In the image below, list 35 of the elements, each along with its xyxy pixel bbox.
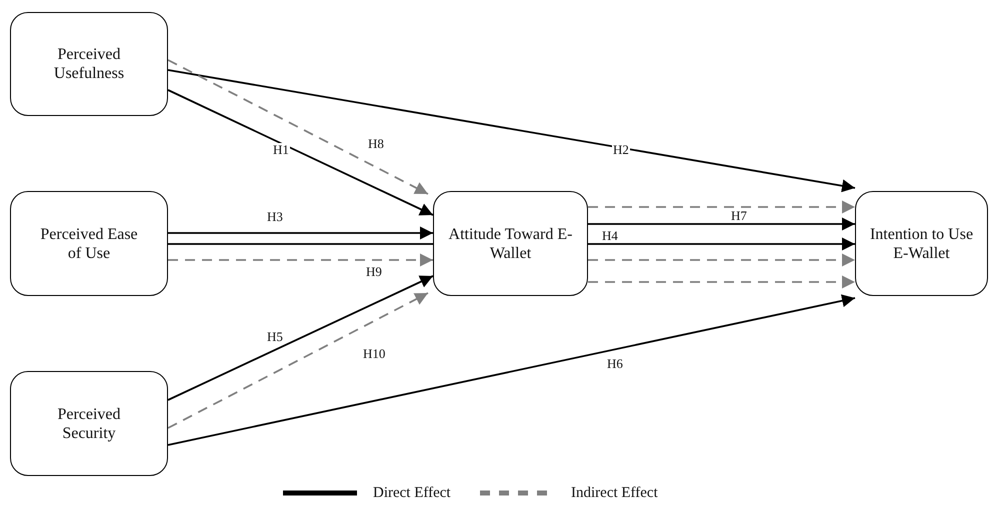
arrow xyxy=(168,275,434,401)
arrow xyxy=(168,294,856,446)
construct-box xyxy=(10,12,168,116)
arrow xyxy=(168,89,434,216)
construct-label: Intention to Use E-Wallet xyxy=(870,224,974,262)
edge-label: H4 xyxy=(601,229,619,243)
edge-label: H7 xyxy=(730,209,748,223)
legend-label: Indirect Effect xyxy=(571,485,658,501)
dashed-arrow xyxy=(168,254,433,266)
legend-label: Direct Effect xyxy=(373,485,451,501)
construct-label: Perceived Security xyxy=(56,404,122,442)
edge-label: H6 xyxy=(606,357,624,371)
edge-label: H3 xyxy=(266,210,284,224)
edge-label: H1 xyxy=(272,143,290,157)
arrow xyxy=(168,69,856,192)
dashed-arrow xyxy=(168,59,428,195)
dashed-arrow xyxy=(168,292,428,429)
edge-label: H9 xyxy=(365,265,383,279)
dashed-arrow xyxy=(588,276,855,288)
dashed-arrow xyxy=(588,200,855,214)
construct-label: Perceived Usefulness xyxy=(52,45,126,83)
dashed-arrow xyxy=(588,254,855,266)
edge-label: H5 xyxy=(266,330,284,344)
edge-label: H10 xyxy=(362,347,386,361)
construct-box xyxy=(855,191,988,296)
construct-box xyxy=(10,371,168,476)
construct-box xyxy=(10,191,168,296)
construct-label: Perceived Ease of Use xyxy=(39,224,139,262)
construct-label: Attitude Toward E-Wallet xyxy=(448,224,574,262)
construct-box xyxy=(433,191,588,296)
arrow xyxy=(588,218,855,230)
arrow xyxy=(168,226,433,240)
arrow xyxy=(588,238,855,250)
edge-label: H8 xyxy=(367,137,385,151)
edge-label: H2 xyxy=(612,143,630,157)
